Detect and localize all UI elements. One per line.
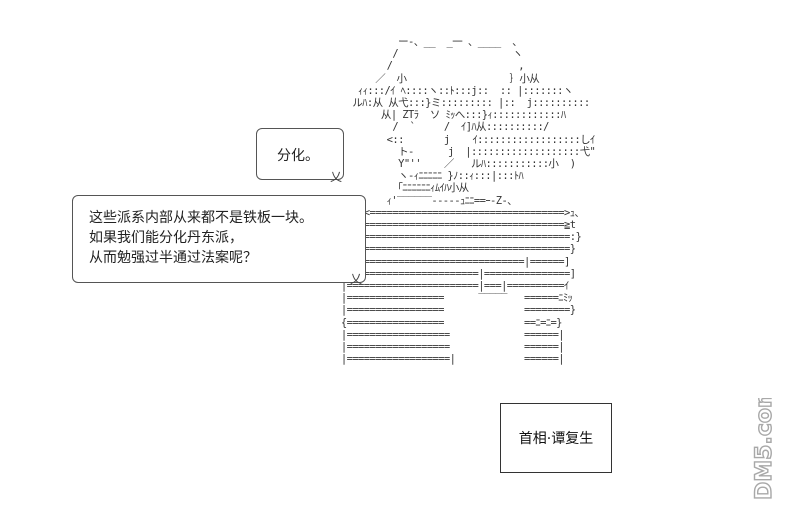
- speech-bubble-large: 这些派系内部从来都不是铁板一块。 如果我们能分化丹东派， 从而勉强过半通过法案呢…: [72, 195, 366, 283]
- bubble-large-line-1: 这些派系内部从来都不是铁板一块。: [89, 210, 313, 226]
- watermark-text: DM5.com: [752, 398, 777, 500]
- bubble-large-lines: 这些派系内部从来都不是铁板一块。 如果我们能分化丹东派， 从而勉强过半通过法案呢…: [89, 208, 313, 268]
- name-plate-text: 首相·谭复生: [518, 431, 594, 447]
- name-plate: 首相·谭复生: [500, 403, 612, 473]
- speech-bubble-small: 分化。: [256, 128, 344, 180]
- bubble-large-line-3: 从而勉强过半通过法案呢？: [89, 250, 257, 266]
- ascii-art-lines: ー-、__ _一 、____ 、 / ヽ / , ／ 小 ｝小从 ｨｨ:::/ｲ…: [340, 36, 596, 366]
- bubble-large-line-2: 如果我们能分化丹东派，: [89, 230, 243, 246]
- bubble-small-tail: 乂: [330, 170, 343, 184]
- dm5-watermark-logo: DM5.com: [735, 384, 795, 502]
- ascii-art-figure: ー-、__ _一 、____ 、 / ヽ / , ／ 小 ｝小从 ｨｨ:::/ｲ…: [318, 36, 708, 491]
- bubble-small-text: 分化。: [277, 148, 319, 164]
- dm5-logo-icon: DM5.com: [751, 384, 777, 500]
- bubble-large-tail: 乂: [350, 272, 363, 286]
